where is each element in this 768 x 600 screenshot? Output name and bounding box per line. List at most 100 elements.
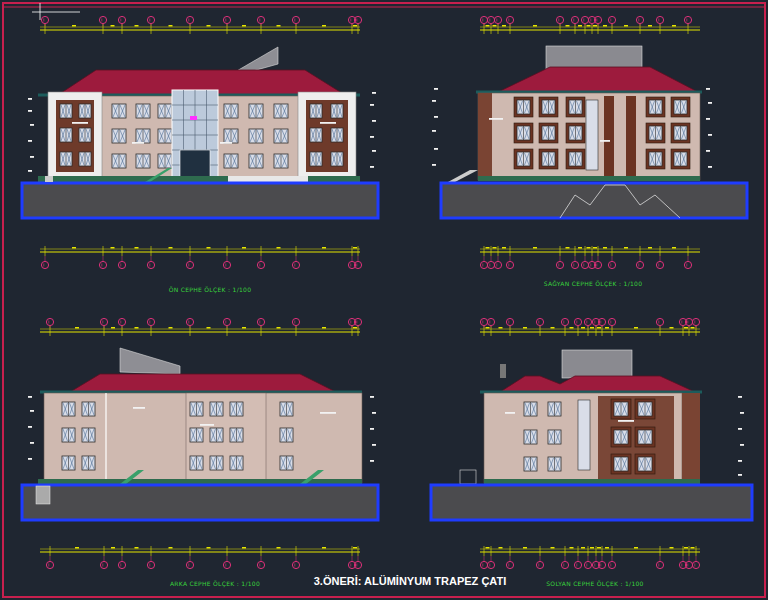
grid-line [540, 326, 541, 328]
dimension-line [40, 27, 360, 28]
window-panel [646, 149, 665, 169]
grid-line [612, 24, 613, 26]
sheet-frame [3, 3, 765, 597]
grid-bubble [598, 561, 605, 568]
dimension-tick [565, 326, 566, 336]
grid-line [689, 556, 690, 561]
roof [498, 67, 698, 92]
grid-bubble-mark [149, 564, 150, 567]
grid-bubble [598, 318, 605, 325]
rear-elevation [38, 348, 362, 484]
window-mullion [119, 154, 120, 168]
window [190, 402, 203, 416]
annotation-mark [738, 428, 742, 430]
window-mullion [143, 129, 144, 143]
window [517, 152, 530, 166]
grid-bubble-mark [686, 264, 687, 267]
grid-bubble [46, 318, 53, 325]
dimension-tick [104, 546, 105, 556]
grid-bubble [561, 318, 568, 325]
dimension-value-mark [486, 25, 490, 27]
window-sash [615, 458, 627, 470]
window-sash [615, 403, 627, 415]
window [524, 457, 537, 471]
dimension-line [480, 29, 700, 30]
grid-line [588, 556, 589, 561]
elevation-caption: SAĞYAN CEPHE ÖLÇEK : 1/100 [544, 280, 643, 287]
chimney [500, 364, 506, 378]
grid-bubble [292, 261, 299, 268]
window [79, 152, 91, 166]
grid-line [358, 556, 359, 561]
window-sash [191, 429, 202, 441]
dimension-tick [585, 24, 586, 34]
dimension-tick [484, 326, 485, 336]
grid-line [358, 256, 359, 261]
dimension-tick [612, 24, 613, 34]
window-mullion [621, 457, 622, 471]
window-mullion [281, 154, 282, 168]
dimension-value-mark [570, 547, 574, 549]
window [638, 457, 652, 471]
grid-bubble [608, 261, 615, 268]
dimension-tick [227, 546, 228, 556]
window [224, 104, 238, 118]
window [158, 104, 172, 118]
grid-bubble [684, 261, 691, 268]
grid-bubble-mark [576, 321, 577, 324]
window-mullion [621, 402, 622, 416]
grid-bubble [147, 261, 154, 268]
dimension-tick [683, 326, 684, 336]
grid-bubble-mark [188, 321, 189, 324]
window-sash [525, 403, 536, 415]
window-mullion [530, 402, 531, 416]
grid-bubble [692, 318, 699, 325]
window [310, 104, 322, 118]
window-panel [539, 149, 558, 169]
grid-bubble-mark [558, 19, 559, 22]
annotation-mark [600, 140, 610, 142]
dimension-value-mark [533, 25, 537, 27]
window-sash [250, 130, 262, 142]
window-sash [650, 101, 661, 113]
window-panel [566, 123, 585, 143]
window-mullion [680, 152, 681, 166]
window-sash [615, 431, 627, 443]
grid-bubble [506, 16, 513, 23]
grid-line [103, 256, 104, 261]
grid-bubble-mark [638, 19, 639, 22]
grid-line [227, 326, 228, 328]
grid-line [50, 326, 51, 328]
window-mullion [196, 428, 197, 442]
grid-line [491, 326, 492, 328]
grid-bubble-mark [350, 264, 351, 267]
dimension-tick [510, 24, 511, 34]
dimension-line [40, 329, 360, 330]
grid-line [510, 24, 511, 26]
grid-bubble [636, 16, 643, 23]
window [280, 402, 293, 416]
window-sash [639, 403, 651, 415]
dimension-line [40, 249, 360, 250]
elevation-caption: SOLYAN CEPHE ÖLÇEK : 1/100 [546, 580, 644, 587]
grid-bubble [292, 561, 299, 568]
window-sash [570, 127, 581, 139]
grid-line [45, 256, 46, 261]
annotation-mark [738, 460, 742, 462]
window [136, 104, 150, 118]
window-mullion [337, 128, 338, 142]
window [548, 457, 561, 471]
grid-bubble-mark [600, 564, 601, 567]
stair-window [586, 100, 598, 170]
grid-line [151, 24, 152, 26]
annotation-mark [28, 458, 32, 460]
dimension-tick [612, 246, 613, 256]
ground-section [22, 183, 378, 218]
grid-bubble-mark [350, 321, 351, 324]
window-sash [332, 129, 342, 141]
grid-bubble-mark [610, 321, 611, 324]
dimension-tick [640, 24, 641, 34]
window-mullion [316, 128, 317, 142]
grid-line [565, 556, 566, 561]
grid-line [122, 24, 123, 26]
